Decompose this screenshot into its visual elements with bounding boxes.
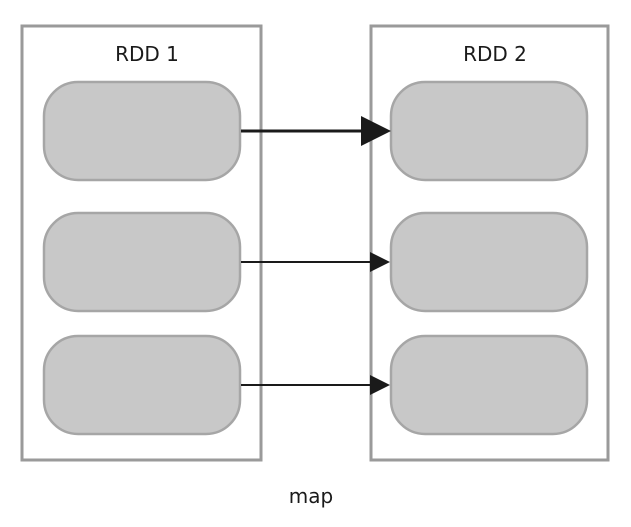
rdd-2-partition xyxy=(389,334,589,436)
rdd-1-partition xyxy=(42,80,242,182)
rdd-1-title: RDD 1 xyxy=(115,42,179,66)
rdd-2-title: RDD 2 xyxy=(463,42,527,66)
rdd-1-container: RDD 1 xyxy=(20,24,263,462)
rdd-2-container: RDD 2 xyxy=(369,24,610,462)
rdd-1-partition xyxy=(42,334,242,436)
rdd-2-partition xyxy=(389,211,589,313)
operation-label: map xyxy=(289,484,333,508)
rdd-2-partition xyxy=(389,80,589,182)
mapping-arrows xyxy=(241,116,391,395)
rdd-1-partition xyxy=(42,211,242,313)
